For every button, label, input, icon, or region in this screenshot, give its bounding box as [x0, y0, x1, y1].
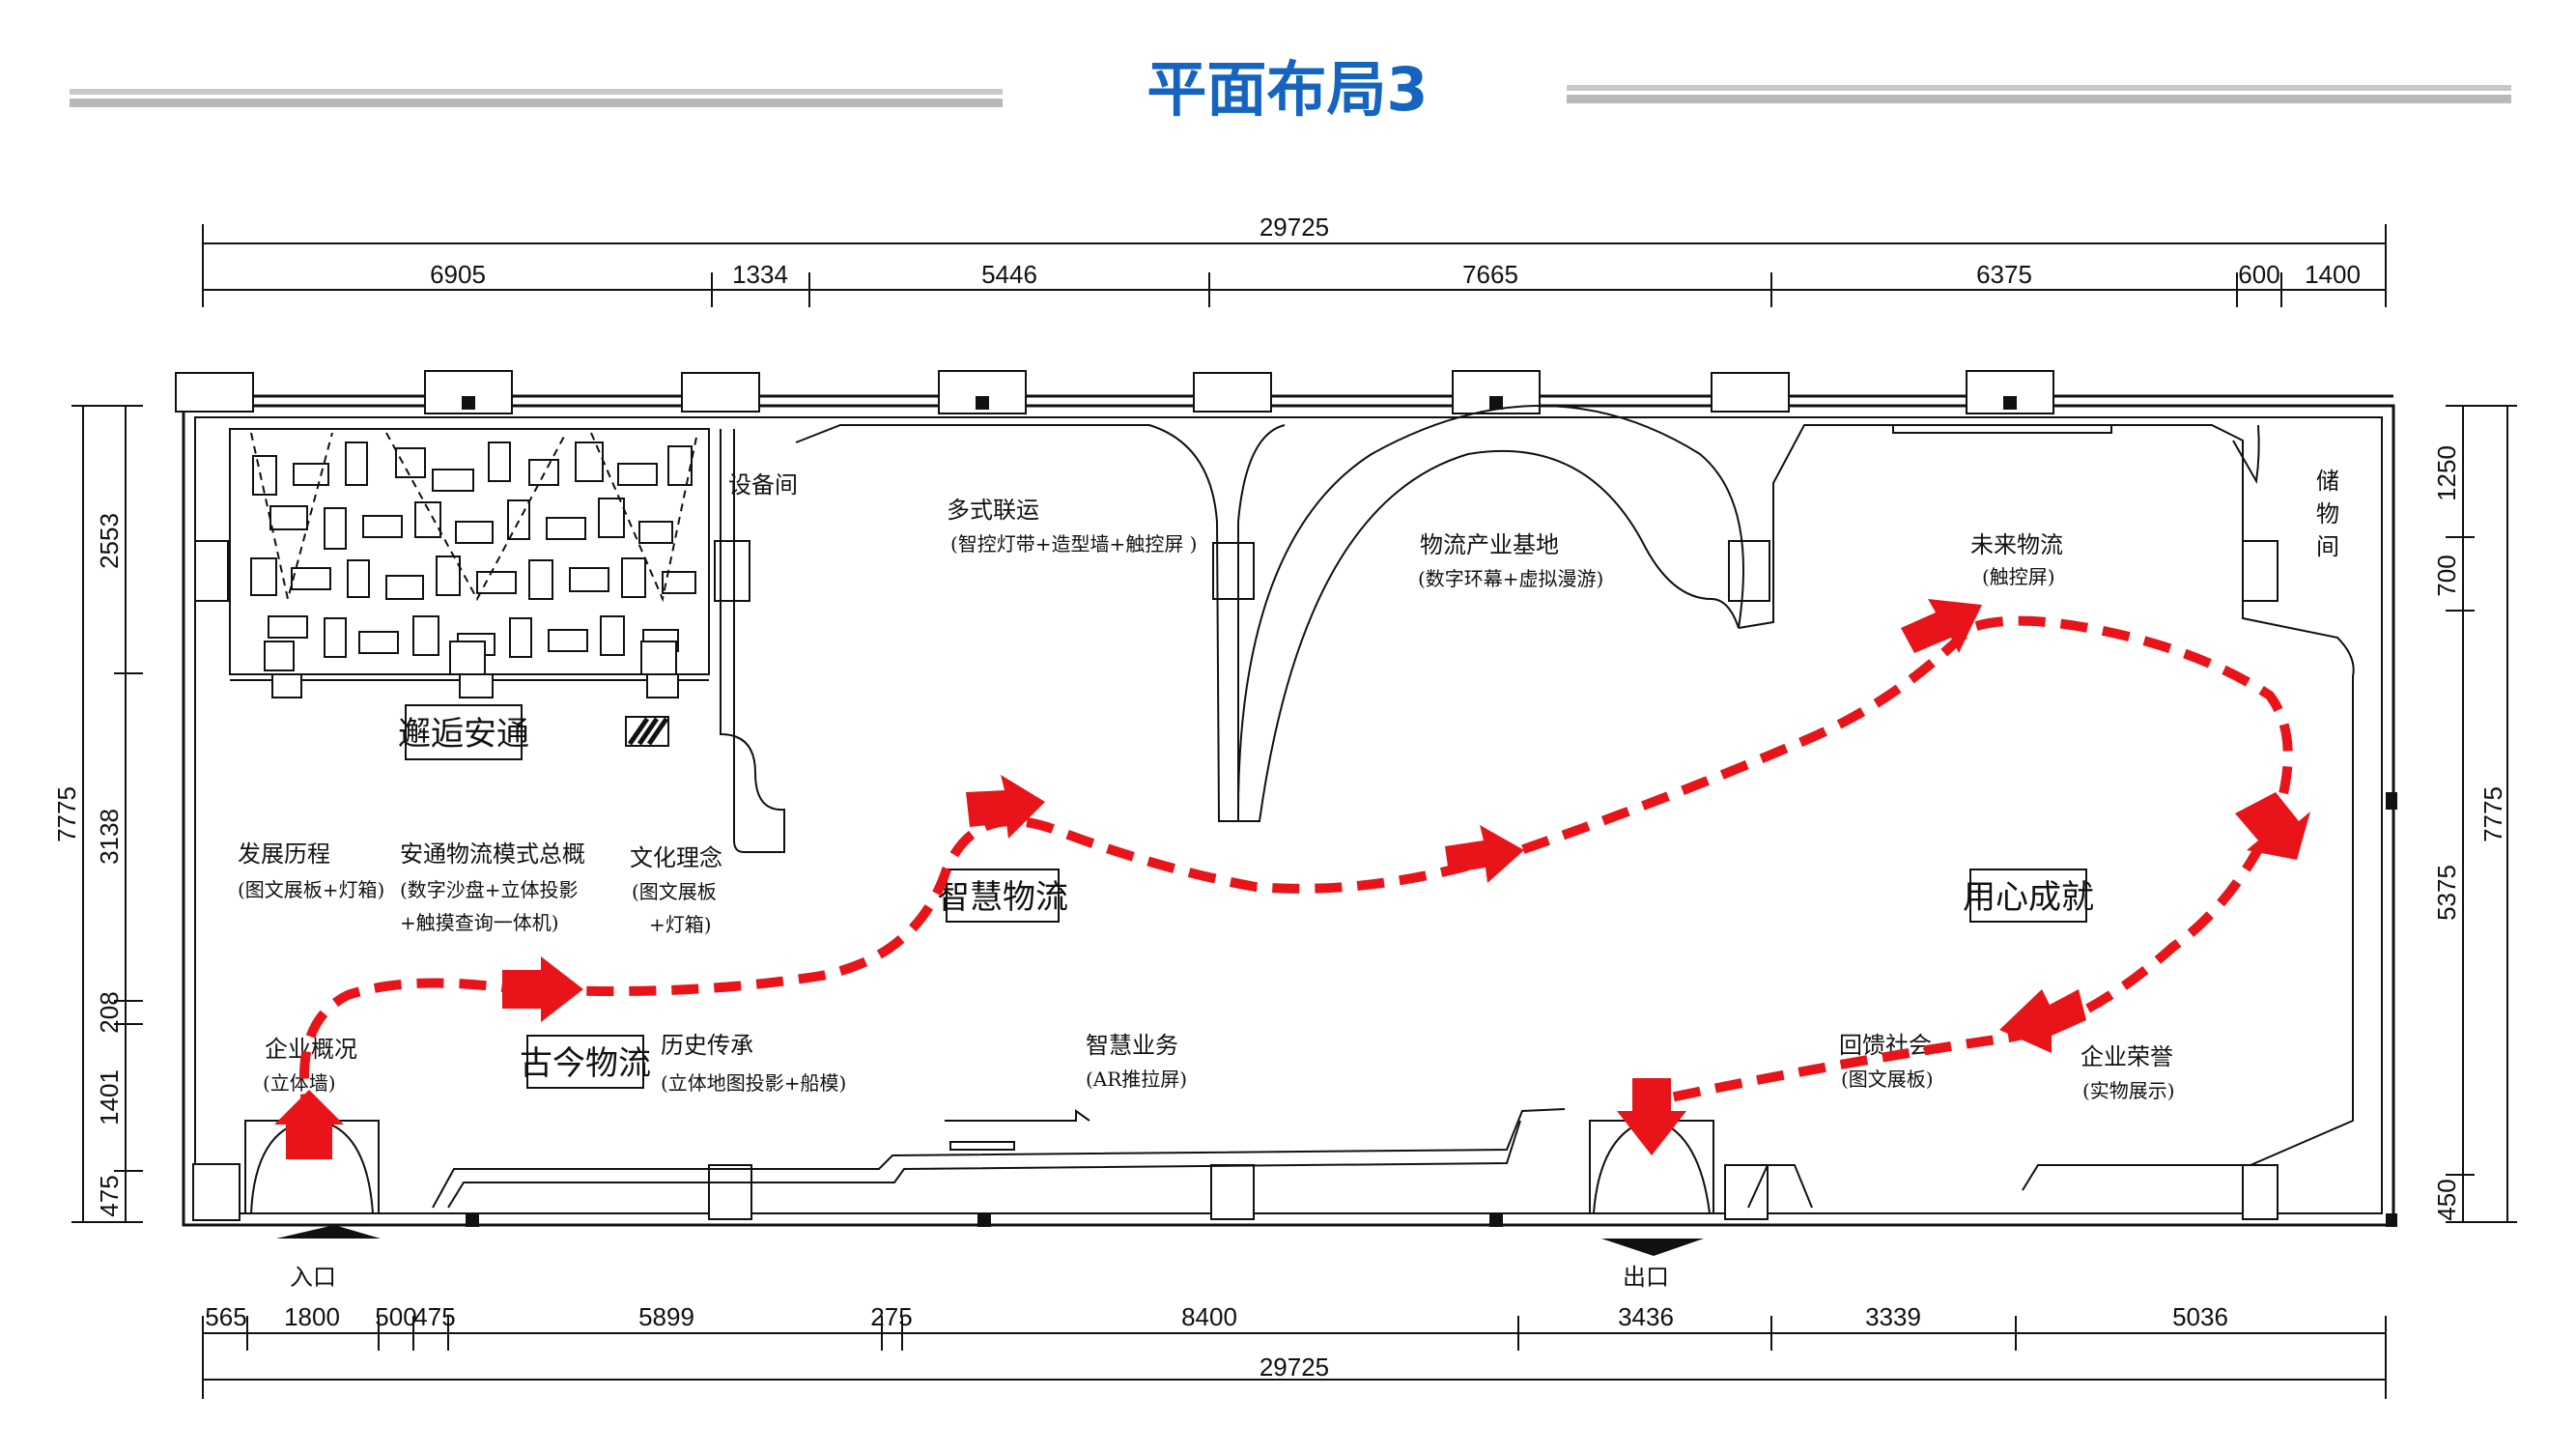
- zone-smart-label: 智慧物流: [937, 878, 1068, 917]
- left-dimensions: 7775 2553 3138 208 1401 475: [52, 405, 143, 1223]
- zone-achieve: 用心成就: [1963, 869, 2094, 923]
- dim-right-total: 7775: [2478, 786, 2507, 842]
- page-title: 平面布局3: [1146, 54, 1428, 125]
- top-dimensions: 29725 6905 1334 5446 7665 6375 600 1400: [202, 213, 2387, 307]
- zone-ancient-label: 古今物流: [520, 1044, 651, 1083]
- room-culture-title: 文化理念: [630, 844, 722, 871]
- dim-bottom-5: 5899: [638, 1302, 694, 1331]
- exit-label: 出口: [1623, 1264, 1669, 1291]
- dim-bottom-4: 475: [413, 1302, 455, 1331]
- room-culture-sub1: (图文展板: [632, 880, 717, 903]
- room-smartbiz-title: 智慧业务: [1086, 1032, 1178, 1059]
- dim-bottom-10: 5036: [2172, 1302, 2228, 1331]
- zone-smart: 智慧物流: [937, 869, 1068, 923]
- dim-left-1: 2553: [95, 513, 124, 569]
- dim-top-7: 1400: [2305, 260, 2361, 289]
- route-arrow-right-3: [1445, 825, 1524, 883]
- room-storage-3: 间: [2316, 533, 2339, 560]
- room-heritage-sub: (立体地图投影+船模): [661, 1071, 846, 1095]
- dim-bottom-total: 29725: [1260, 1353, 1329, 1382]
- room-feedback-sub: (图文展板): [1841, 1068, 1934, 1091]
- dim-bottom-7: 8400: [1181, 1302, 1237, 1331]
- room-storage-1: 储: [2316, 468, 2339, 495]
- right-dimensions: 1250 700 5375 450 7775: [2432, 405, 2517, 1223]
- dim-right-3: 5375: [2432, 865, 2461, 921]
- room-model-sub2: +触摸查询一体机): [400, 911, 559, 934]
- dim-left-3: 208: [95, 991, 124, 1033]
- dim-left-5: 475: [95, 1175, 124, 1216]
- room-smartbiz-sub: (AR推拉屏): [1086, 1068, 1187, 1091]
- zone-achieve-label: 用心成就: [1963, 878, 2094, 917]
- route-arrow-right-2: [966, 775, 1045, 839]
- room-future-sub: (触控屏): [1982, 565, 2055, 588]
- zone-ancient: 古今物流: [520, 1035, 651, 1089]
- dim-bottom-9: 3339: [1865, 1302, 1921, 1331]
- route-arrows: [274, 599, 2310, 1159]
- room-model-sub1: (数字沙盘+立体投影: [400, 878, 579, 901]
- room-future-title: 未来物流: [1970, 531, 2063, 558]
- visitor-route-path: [299, 615, 2293, 1122]
- interior-walls: [229, 405, 2355, 1209]
- route-arrow-right-1: [502, 956, 583, 1022]
- dim-right-2: 700: [2432, 555, 2461, 596]
- dim-right-4: 450: [2432, 1179, 2461, 1220]
- room-history-sub: (图文展板+灯箱): [238, 878, 384, 901]
- dim-top-3: 5446: [981, 260, 1037, 289]
- zone-encounter-label: 邂逅安通: [398, 715, 529, 754]
- dim-right-1: 1250: [2432, 445, 2461, 501]
- sand-table-pattern: [250, 442, 696, 698]
- exit-marker: [1601, 1239, 1704, 1256]
- dim-bottom-2: 1800: [284, 1302, 340, 1331]
- room-multimodal-title: 多式联运: [947, 497, 1039, 524]
- dim-top-1: 6905: [430, 260, 486, 289]
- dim-top-2: 1334: [732, 260, 788, 289]
- room-overview-title: 企业概况: [265, 1036, 357, 1063]
- building-outline: [175, 370, 2397, 1227]
- projection-cones: [250, 432, 698, 603]
- dim-bottom-8: 3436: [1618, 1302, 1674, 1331]
- room-base-title: 物流产业基地: [1420, 531, 1559, 558]
- route-arrow-down-2: [1617, 1078, 1686, 1155]
- route-arrow-right-4: [1901, 599, 1982, 653]
- dim-left-4: 1401: [95, 1069, 124, 1125]
- room-base-sub: (数字环幕+虚拟漫游): [1418, 567, 1603, 590]
- hatch-lines: [627, 717, 669, 746]
- dim-left-total: 7775: [52, 786, 81, 842]
- title-rule-right-bottom: [1567, 95, 2511, 103]
- bottom-dimensions: 565 1800 500 475 5899 275 8400 3436 3339…: [202, 1302, 2387, 1399]
- zone-encounter: 邂逅安通: [398, 704, 529, 760]
- dim-bottom-3: 500: [375, 1302, 416, 1331]
- room-storage-2: 物: [2316, 500, 2339, 527]
- route-arrow-up: [274, 1090, 344, 1159]
- room-honor-sub: (实物展示): [2082, 1079, 2175, 1102]
- dim-top-5: 6375: [1976, 260, 2032, 289]
- room-model-title: 安通物流模式总概: [400, 840, 585, 868]
- dim-bottom-1: 565: [205, 1302, 246, 1331]
- room-culture-sub2: +灯箱): [649, 913, 712, 936]
- dim-top-4: 7665: [1462, 260, 1518, 289]
- room-honor-title: 企业荣誉: [2081, 1043, 2173, 1070]
- title-rule-right: [1567, 85, 2511, 91]
- room-multimodal-sub: (智控灯带+造型墙+触控屏 ): [950, 532, 1197, 556]
- room-history-title: 发展历程: [238, 840, 330, 868]
- route-arrow-down-1: [2235, 792, 2310, 860]
- entrance-marker: [276, 1225, 381, 1239]
- title-rule-left: [70, 89, 1003, 95]
- room-overview-sub: (立体墙): [263, 1071, 336, 1095]
- dim-left-2: 3138: [95, 809, 124, 865]
- title-rule-left-bottom: [70, 99, 1003, 107]
- dim-top-total: 29725: [1260, 213, 1329, 242]
- room-equipment: 设备间: [728, 471, 798, 499]
- route-arrow-left-1: [1999, 989, 2086, 1053]
- dim-top-6: 600: [2238, 260, 2279, 289]
- dim-bottom-6: 275: [870, 1302, 912, 1331]
- entrance-label: 入口: [290, 1264, 336, 1291]
- room-heritage-title: 历史传承: [661, 1032, 753, 1059]
